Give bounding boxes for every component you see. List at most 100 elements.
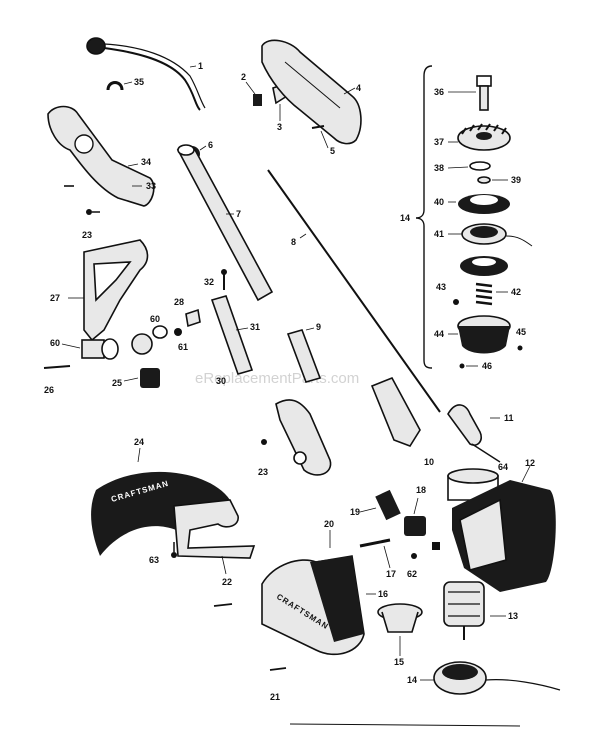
part-10-mount [370,376,421,447]
callout-44: 44 [434,329,444,339]
callout-26: 26 [44,385,54,395]
callout-8: 8 [291,237,296,247]
callout-34: 34 [141,157,151,167]
part-37-fan [457,123,511,151]
callout-60-left: 60 [50,338,60,348]
part-9-sleeve [286,329,322,383]
part-35-cord-clip [106,81,124,91]
part-screw-housing-top [213,603,233,607]
callout-4: 4 [356,83,361,93]
callout-5: 5 [330,146,335,156]
part-18-block [404,516,426,536]
callout-37: 37 [434,137,444,147]
part-38-washer [469,161,491,171]
callout-14-group: 14 [400,213,410,223]
callout-43: 43 [436,282,446,292]
callout-11: 11 [504,413,514,423]
callout-36: 36 [434,87,444,97]
callout-10: 10 [424,457,434,467]
callout-20: 20 [324,519,334,529]
callout-7: 7 [236,209,241,219]
part-28-bracket [185,308,201,328]
callout-17: 17 [386,569,396,579]
callout-24: 24 [134,437,144,447]
part-14-cutting-head [433,661,561,695]
callout-12: 12 [525,458,535,468]
callout-31: 31 [250,322,260,332]
callout-39: 39 [511,175,521,185]
callout-35: 35 [134,77,144,87]
part-2-switch [253,94,262,106]
part-5-screw [311,125,325,129]
part-24-guard: CRAFTSMAN [91,471,230,556]
callout-40: 40 [434,197,444,207]
part-23-screw-mid [261,439,267,445]
part-60-nut [152,325,168,339]
part-27-front-handle [83,239,149,342]
callout-6: 6 [208,140,213,150]
callout-46: 46 [482,361,492,371]
part-clamp-plate [275,399,332,476]
callout-42: 42 [511,287,521,297]
part-clamp [131,333,153,355]
callout-60-right: 60 [150,314,160,324]
callout-3: 3 [277,122,282,132]
part-13-motor [443,581,485,640]
part-34-handle-half [47,105,155,207]
callout-38: 38 [434,163,444,173]
callout-33: 33 [146,181,156,191]
part-small-nut [432,542,440,550]
part-62-nut [411,553,417,559]
callout-19: 19 [350,507,360,517]
callout-41: 41 [434,229,444,239]
callout-64: 64 [498,462,508,472]
part-61-washer [174,328,182,336]
callout-63: 63 [149,555,159,565]
part-1-cord [86,37,206,111]
callout-9: 9 [316,322,321,332]
part-46-screw [459,363,465,369]
part-21-screw [269,667,287,671]
part-31-coupler [210,295,254,375]
group-14-bracket [415,65,433,369]
part-15-spool-cap [377,603,423,633]
part-hub-ring [460,256,508,276]
callout-23-top: 23 [82,230,92,240]
callout-28: 28 [174,297,184,307]
callout-32: 32 [204,277,214,287]
callout-25: 25 [112,378,122,388]
part-8-drive-shaft [267,169,441,413]
part-39-washer [477,176,491,184]
part-42-spring [475,282,493,306]
part-25-knob-nut [140,368,160,388]
callout-22: 22 [222,577,232,587]
callout-16: 16 [378,589,388,599]
callout-14-head: 14 [407,675,417,685]
part-19-spring [375,489,401,521]
part-22-guard-bracket [173,499,256,559]
part-44-spool-housing [457,315,511,354]
callout-62: 62 [407,569,417,579]
part-63-screw [171,552,177,558]
bottom-rule [289,723,521,727]
callout-61: 61 [178,342,188,352]
part-16-lower-housing: CRAFTSMAN [261,555,365,656]
part-36-bolt [476,75,492,111]
callout-23-mid: 23 [258,467,268,477]
callout-45: 45 [516,327,526,337]
callout-1: 1 [198,61,203,71]
part-45-screw [517,345,523,351]
part-11-connector [447,404,483,446]
part-41-spool [461,223,533,247]
part-40-retainer [458,194,510,214]
callout-27: 27 [50,293,60,303]
callout-18: 18 [416,485,426,495]
callout-21: 21 [270,692,280,702]
callout-2: 2 [241,72,246,82]
callout-15: 15 [394,657,404,667]
part-43-ball [453,299,459,305]
part-4-handle-half [261,39,362,145]
part-60-spacer [81,339,105,359]
part-17-pin [359,538,391,548]
